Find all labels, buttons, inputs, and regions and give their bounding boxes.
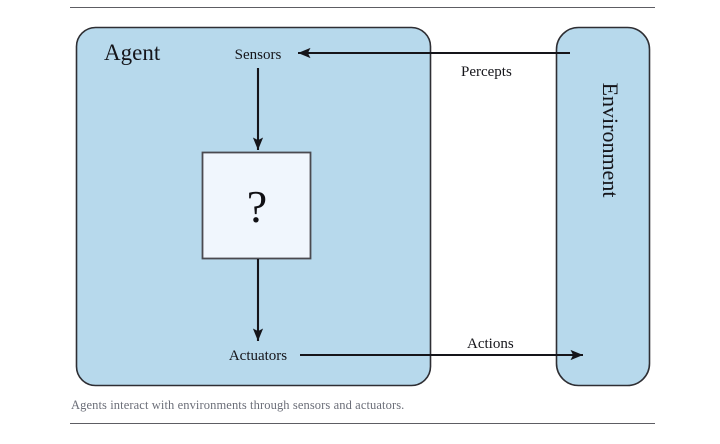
actions-label: Actions — [467, 336, 514, 352]
agent-label: Agent — [104, 40, 161, 65]
environment-box — [555, 26, 651, 387]
agent-program-label: ? — [247, 181, 267, 232]
figure-bottom-rule — [70, 423, 655, 424]
figure-caption: Agents interact with environments throug… — [71, 398, 405, 412]
sensors-label: Sensors — [235, 47, 282, 63]
figure-top-rule — [70, 7, 655, 8]
environment-label: Environment — [598, 83, 623, 198]
percepts-label: Percepts — [461, 64, 512, 80]
agent-environment-diagram: Agent Environment Percepts Sensors ? Act… — [75, 26, 651, 387]
agent-program-box — [201, 151, 312, 260]
actuators-label: Actuators — [229, 348, 287, 364]
